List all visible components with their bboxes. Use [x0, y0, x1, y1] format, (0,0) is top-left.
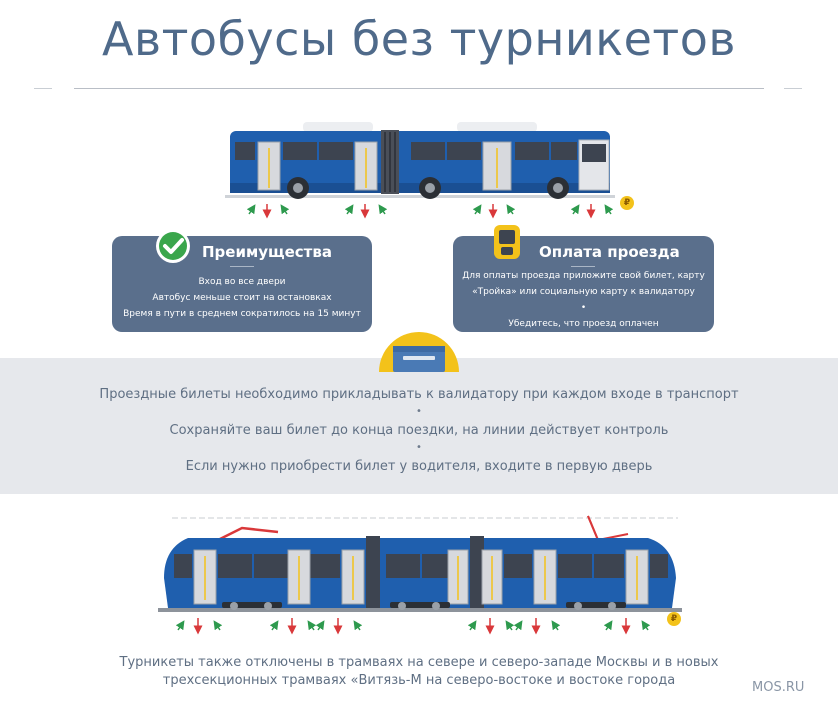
- tram-caption-line: Турникеты также отключены в трамваях на …: [119, 655, 719, 670]
- title-divider-left: [34, 88, 52, 89]
- advantages-item: Время в пути в среднем сократилось на 15…: [123, 309, 361, 319]
- title-divider: [74, 88, 764, 89]
- ruble-coin-icon: ₽: [667, 612, 681, 626]
- validator-terminal-icon: [379, 332, 459, 372]
- tram-boarding-arrows: [175, 618, 651, 635]
- page-title: Автобусы без турникетов: [102, 12, 736, 66]
- rule-item: Сохраняйте ваш билет до конца поездки, н…: [169, 423, 669, 438]
- advantages-item: Автобус меньше стоит на остановках: [152, 293, 332, 303]
- tram-caption: Турникеты также отключены в трамваях на …: [0, 654, 838, 690]
- payment-note: Убедитесь, что проезд оплачен: [508, 319, 659, 329]
- rule-bullet: •: [416, 442, 422, 453]
- payment-divider: [571, 266, 595, 267]
- rule-bullet: •: [416, 406, 422, 417]
- bus-illustration: [225, 122, 615, 199]
- rule-item: Если нужно приобрести билет у водителя, …: [185, 459, 653, 474]
- advantages-title: Преимущества: [202, 243, 332, 261]
- rule-item: Проездные билеты необходимо прикладывать…: [99, 387, 739, 402]
- title-divider-right: [784, 88, 802, 89]
- payment-bullet: •: [580, 303, 587, 313]
- rules-band: Проездные билеты необходимо прикладывать…: [0, 358, 838, 494]
- payment-title: Оплата проезда: [539, 243, 680, 261]
- payment-text: Для оплаты проезда приложите свой билет,…: [453, 268, 714, 332]
- payment-line: Для оплаты проезда приложите свой билет,…: [462, 271, 705, 281]
- tram-illustration: [158, 515, 682, 612]
- ruble-coin-icon: ₽: [620, 196, 634, 210]
- advantages-card: Преимущества Вход во все двери Автобус м…: [112, 236, 372, 332]
- checkmark-icon: [156, 229, 190, 263]
- advantages-list: Вход во все двери Автобус меньше стоит н…: [112, 274, 372, 322]
- validator-icon: [494, 225, 520, 259]
- tram-caption-line: трехсекционных трамваях «Витязь-М на сев…: [162, 673, 676, 688]
- advantages-divider: [230, 266, 254, 267]
- payment-line: «Тройка» или социальную карту к валидато…: [472, 287, 695, 297]
- bus-boarding-arrows: [246, 204, 614, 219]
- brand-logo-text: MOS.RU: [752, 680, 805, 695]
- advantages-item: Вход во все двери: [198, 277, 286, 287]
